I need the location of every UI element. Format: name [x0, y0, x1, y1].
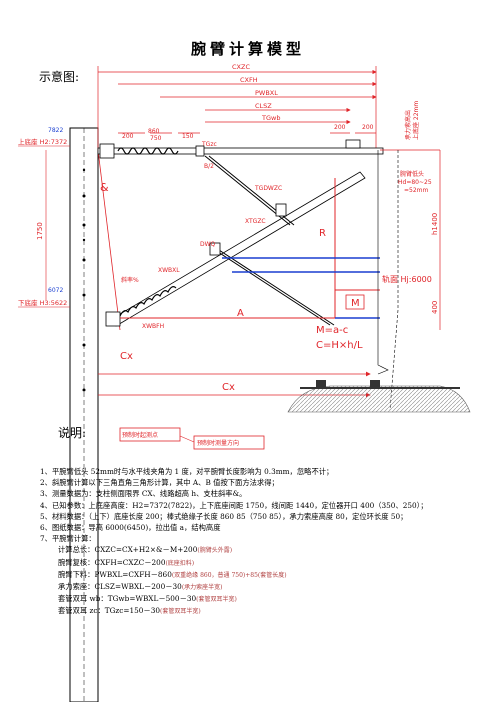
pole	[69, 127, 99, 702]
rail-lines	[222, 257, 380, 319]
note-6: 6、图纸数据：导高 6000(6450)，拉出值 a，结构高度	[40, 523, 221, 533]
dim-1400: h1400	[431, 213, 439, 235]
legend-dir: 预制时测量方向	[197, 439, 239, 447]
legend	[119, 427, 265, 450]
calc-5: 套管双耳 wb：TGwb=WBXL－500－30(套管双耳半宽)	[40, 593, 490, 605]
rail-label: 轨面 Hj:6000	[382, 274, 432, 284]
dim-clsz: CLSZ	[255, 102, 272, 110]
calc-4: 承力索座：CLSZ=WBXL－200－30(承力索座半宽)	[40, 581, 490, 593]
calc-6-note: (套管双耳半宽)	[160, 608, 201, 616]
dim-200c: 200	[362, 124, 374, 131]
dim-1750: 1750	[36, 222, 44, 240]
calc-5-main: 套管双耳 wb：TGwb=WBXL－500－30	[58, 594, 197, 604]
wire-height-1: 腕臂低头	[400, 170, 424, 178]
calc-4-note: (承力索座半宽)	[181, 584, 223, 592]
calc-6-main: 套管双耳 zc：TGzc=150－30	[58, 606, 160, 616]
dim-750: 750	[150, 135, 162, 142]
label-tgdwzc: TGDWZC	[254, 185, 282, 192]
inclined-cantilever	[105, 171, 366, 327]
cx-label-2: Cx	[222, 382, 235, 393]
dim-tgwb: TGwb	[261, 114, 280, 122]
vert-note-2: 上底座 22mm	[412, 101, 420, 140]
dim-tgzc: TGzc	[201, 141, 217, 148]
lower-base-label: 下底座 H3:5622	[18, 298, 67, 307]
wire-height-3: =52mm	[404, 187, 429, 194]
note-7: 7、平腕臂计算：	[40, 534, 96, 544]
calc-4-main: 承力索座：CLSZ=WBXL－200－30	[58, 582, 182, 592]
label-xtgzc: XTGZC	[245, 218, 266, 225]
dim-200b: 200	[334, 124, 346, 131]
label-slope: 斜率%	[121, 276, 139, 284]
dim-200a: 200	[122, 133, 134, 140]
slope-ampersand: &	[100, 181, 109, 194]
positioning-tube-b	[218, 249, 335, 326]
label-xwbxl: XWBXL	[158, 267, 180, 274]
top-dimensions	[97, 66, 377, 150]
calc-2-note: (底座扣料)	[165, 559, 195, 567]
label-m: M	[351, 298, 360, 309]
dim-400: 400	[431, 301, 439, 314]
label-a: A	[237, 308, 244, 319]
legend-start: 预制时起测点	[122, 431, 158, 439]
calc-1-main: 计算总长：CXZC=CX+H2×&－M+200	[58, 545, 198, 555]
lower-base-value: 6072	[48, 287, 63, 294]
calc-2-main: 腕臂复核：CXFH=CXZC－200	[58, 557, 166, 567]
vert-note-1: 承力索高出	[404, 110, 412, 140]
dim-cxfh: CXFH	[240, 76, 258, 84]
calc-3: 腕臂下料：PWBXL=CXFH－860(双重绝缘 860，普通 750)+85(…	[40, 569, 490, 581]
dim-860: 860	[148, 128, 160, 135]
note-5: 5、材料数据：（上下）底座长度 200；棒式绝缘子长度 860 85（750 8…	[40, 511, 408, 521]
note-1: 1、平腕臂低头 52mm时与水平线夹角为 1 度，对平腕臂长度影响为 0.3mm…	[40, 467, 334, 476]
label-xwbfh: XWBFH	[142, 323, 164, 330]
track-outline	[377, 150, 389, 375]
page-title: 腕臂计算模型	[190, 40, 305, 58]
calc-2: 腕臂复核：CXFH=CXZC－200(底座扣料)	[40, 557, 490, 569]
calc-5-note: (套管双耳半宽)	[196, 596, 237, 604]
dim-cxzc: CXZC	[232, 63, 250, 71]
calc-1-note: (腕臂头外露)	[197, 547, 233, 555]
dim-pwbxl: PWBXL	[255, 89, 278, 97]
pole-slope-line	[97, 149, 121, 331]
note-3: 3、测量数据为：支柱侧面限界 CX、线路超高 h、支柱斜率&。	[40, 489, 247, 499]
cx-label-1: Cx	[120, 351, 133, 362]
note-2: 2、斜腕臂计算以下三角直角三角形计算，其中 A、B 值按下面方法求得；	[40, 478, 279, 488]
calc-3-note: (双重绝缘 860，普通 750)+85(套管长度)	[171, 571, 287, 579]
dim-150: 150	[182, 133, 194, 140]
note-4: 4、已知参数：上底座高度：H2=7372(7822)，上下底座间距 1750，线…	[40, 500, 428, 510]
label-bc: B/2	[204, 163, 214, 170]
calc-6: 套管双耳 zc：TGzc=150－30(套管双耳半宽)	[40, 605, 490, 617]
upper-base-label: 上底座 H2:7372	[18, 137, 67, 146]
horizontal-cantilever	[97, 139, 384, 159]
notes-list: 1、平腕臂低头 52mm时与水平线夹角为 1 度，对平腕臂长度影响为 0.3mm…	[40, 438, 490, 618]
upper-base-value: 7822	[48, 127, 63, 134]
calc-3-main: 腕臂下料：PWBXL=CXFH－860	[58, 569, 172, 579]
schematic-label: 示意图:	[39, 70, 80, 84]
positioning-tube	[214, 249, 331, 326]
track-bed	[287, 380, 471, 413]
label-dwq: DWQ	[200, 241, 216, 248]
wire-height-2: Hd=80~25	[398, 179, 432, 186]
formula-m: M=a-c	[316, 325, 348, 336]
formula-c: C=H×h/L	[316, 340, 363, 351]
calc-triangle	[120, 178, 380, 319]
explain-label: 说明:	[58, 426, 87, 440]
label-r: R	[319, 228, 326, 239]
calc-1: 计算总长：CXZC=CX+H2×&－M+200(腕臂头外露)	[40, 544, 490, 556]
